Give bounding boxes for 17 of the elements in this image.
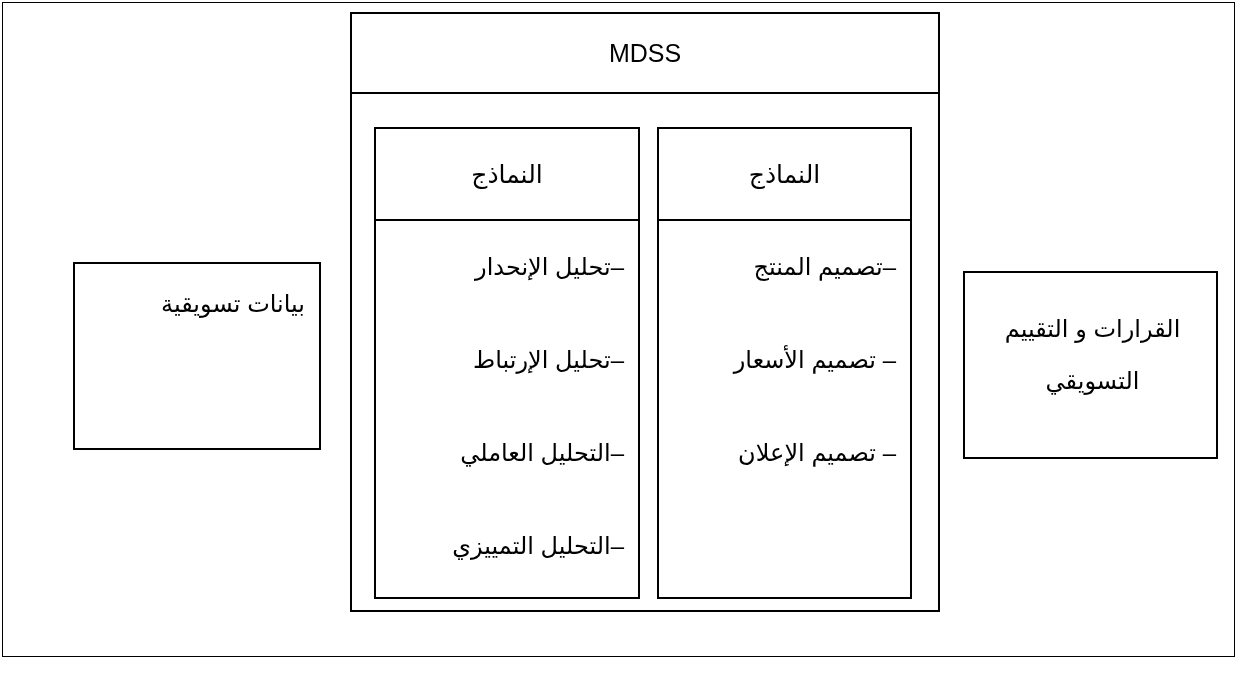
list-item: –تحليل الإنحدار [475,253,624,281]
box-label: بيانات تسويقية [160,289,305,320]
box-heading: النماذج [748,159,821,189]
list-item: –التحليل التمييزي [452,532,624,560]
system-box [350,12,940,612]
list-item: –التحليل العاملي [460,439,624,467]
model-box [374,127,640,599]
output-box [963,271,1218,459]
list-item: – تصميم الإعلان [738,439,896,467]
box-label: القرارات و التقييم التسويقي [1003,314,1182,397]
box-heading: النماذج [471,159,543,189]
list-item: –تحليل الإرتباط [473,346,624,374]
list-item: –تصميم المنتج [753,253,896,281]
box-heading: MDSS [608,38,682,68]
input-box [73,262,321,450]
list-item: – تصميم الأسعار [733,346,896,374]
model-box [657,127,912,599]
